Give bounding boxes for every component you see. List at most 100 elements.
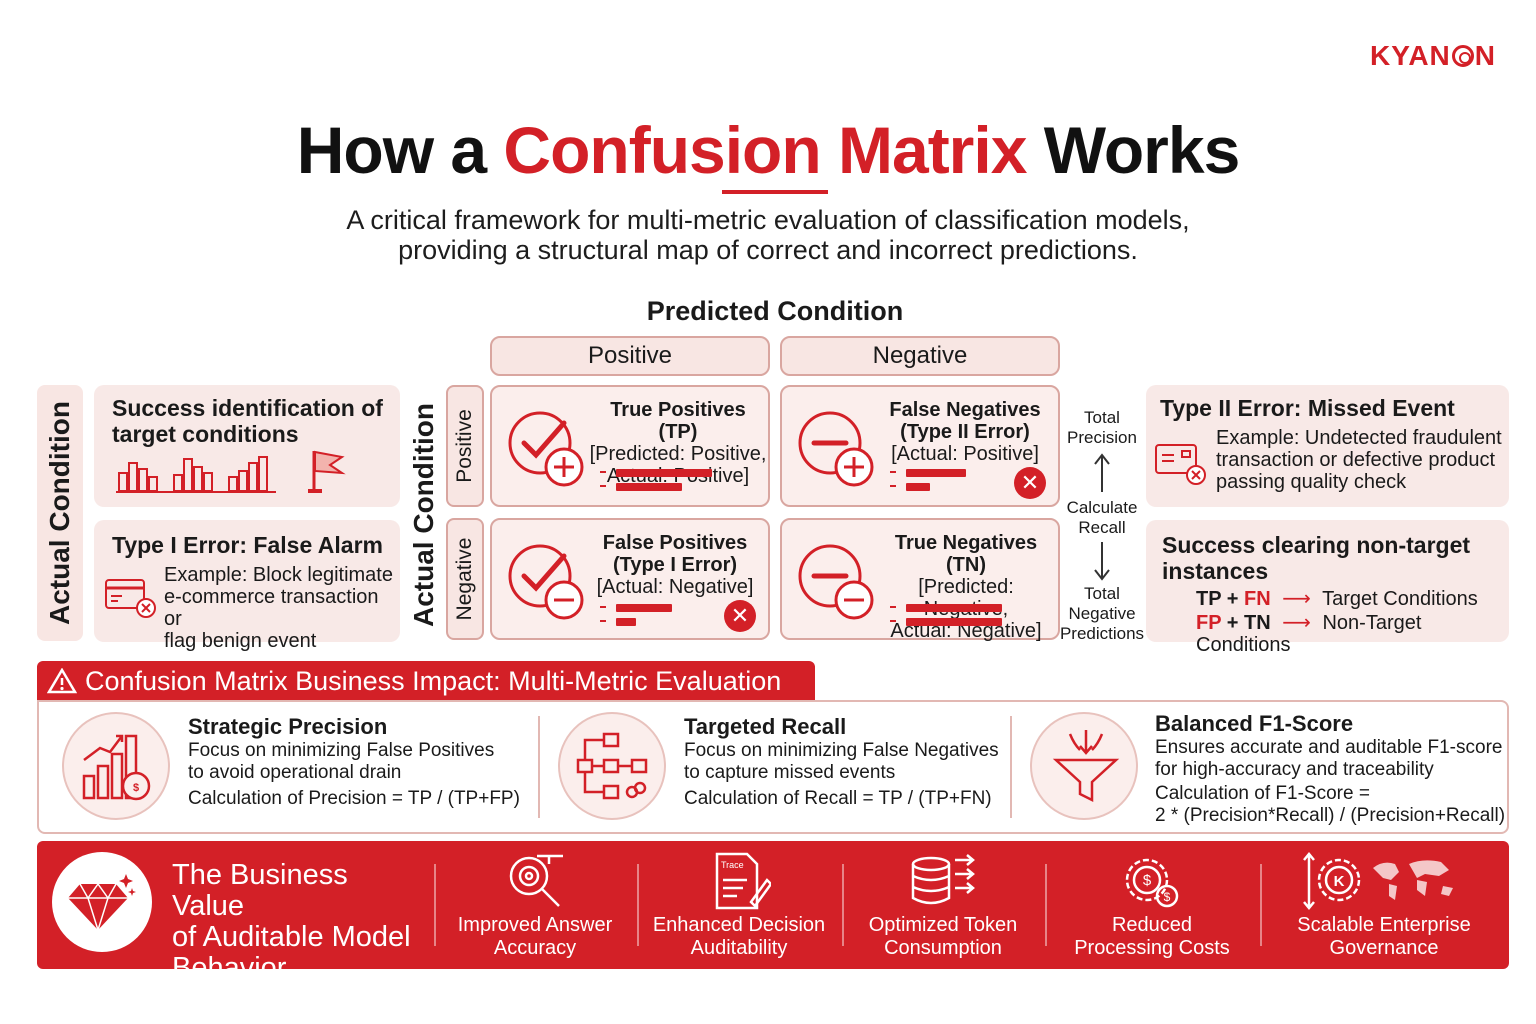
- card-type2-error: Type II Error: Missed Event Example: Und…: [1146, 385, 1509, 507]
- warning-icon: [47, 668, 77, 694]
- precision-title: Strategic Precision: [188, 714, 388, 739]
- brand-logo: KYAN N: [1370, 40, 1496, 72]
- subtitle-line2: providing a structural map of correct an…: [398, 235, 1138, 265]
- subtitle: A critical framework for multi-metric ev…: [0, 205, 1536, 265]
- footer-divider: [434, 864, 436, 946]
- brand-text-post: N: [1474, 40, 1497, 71]
- total-neg-line1: Total: [1084, 584, 1120, 603]
- globe-gear-icon: K: [1303, 852, 1453, 910]
- business-value-line2: of Auditable Model: [172, 921, 411, 953]
- actual-condition-outer-text: Actual Condition: [44, 401, 75, 625]
- arrow-right-icon: ⟶: [1282, 588, 1311, 610]
- value-label-line2: Governance: [1329, 937, 1439, 959]
- business-value-line3: Behavior: [172, 952, 287, 984]
- f1-block: Balanced F1-Score Ensures accurate and a…: [1155, 711, 1505, 827]
- value-label-line2: Processing Costs: [1074, 937, 1230, 959]
- card-type1-text: Example: Block legitimate e-commerce tra…: [164, 564, 400, 652]
- footer-divider: [842, 864, 844, 946]
- bar-chart-icon: [116, 456, 276, 493]
- r1-text: Target Conditions: [1322, 588, 1478, 610]
- total-neg-line2: Negative: [1068, 604, 1136, 623]
- title-accent: Confusion Matrix: [503, 113, 1027, 187]
- actual-condition-inner-label: Actual Condition: [406, 400, 442, 630]
- business-value-heading: The Business Value of Auditable Model Be…: [172, 860, 422, 984]
- card-type2-line3: passing quality check: [1216, 471, 1407, 493]
- col-header-positive: Positive: [490, 336, 770, 376]
- target-icon: [1451, 45, 1474, 67]
- card-error-icon: [105, 579, 156, 618]
- total-negative-label: Total Negative Predictions: [1058, 584, 1146, 644]
- check-plus-icon: [508, 411, 584, 487]
- card-clearing-title: Success clearing non-target instances: [1162, 532, 1470, 584]
- fn-bars: [890, 469, 966, 497]
- x-icon: ✕: [1014, 467, 1046, 499]
- r2-text: Non-Target Conditions: [1196, 612, 1422, 656]
- f1-formula-line1: Calculation of F1-Score =: [1155, 783, 1370, 804]
- fn-title1: False Negatives: [889, 399, 1041, 421]
- card-clearing-row2: FP + TN ⟶ Non-Target Conditions: [1196, 612, 1506, 656]
- total-neg-line3: Predictions: [1059, 624, 1145, 643]
- card-success-identification: Success identification of target conditi…: [94, 385, 400, 507]
- recall-block: Targeted Recall Focus on minimizing Fals…: [684, 714, 999, 810]
- growth-chart-icon: $: [82, 734, 151, 801]
- col-header-negative: Negative: [780, 336, 1060, 376]
- footer-divider: [1045, 864, 1047, 946]
- fp-line1: [Actual: Negative]: [596, 576, 754, 598]
- r2-fp: FP: [1196, 612, 1222, 634]
- row-header-negative: Negative: [446, 518, 484, 640]
- fn-title2: (Type II Error): [900, 421, 1030, 443]
- recall-line2: to capture missed events: [684, 762, 896, 783]
- check-minus-icon: [508, 544, 584, 620]
- card-type2-line1: Example: Undetected fraudulent: [1216, 427, 1502, 449]
- arrow-up-icon: [1094, 453, 1110, 492]
- f1-formula-line2: 2 * (Precision*Recall) / (Precision+Reca…: [1155, 805, 1506, 826]
- calculate-recall-label: Calculate Recall: [1062, 498, 1142, 538]
- fp-title1: False Positives: [602, 532, 748, 554]
- predicted-condition-header: Predicted Condition: [646, 296, 904, 326]
- tn-text: True Negatives (TN) [Predicted: Negative…: [876, 532, 1056, 642]
- cell-true-negatives: True Negatives (TN) [Predicted: Negative…: [780, 518, 1060, 642]
- total-precision-line2: Precision: [1067, 428, 1137, 447]
- card-clearing-title-line1: Success clearing non-target: [1162, 532, 1471, 558]
- fp-text: False Positives (Type I Error) [Actual: …: [592, 532, 758, 598]
- precision-icon-circle: $: [62, 712, 170, 820]
- recall-icon-circle: [558, 712, 666, 820]
- funnel-icon: [1052, 730, 1120, 803]
- card-type2-line2: transaction or defective product: [1216, 449, 1496, 471]
- database-icon: [911, 854, 975, 905]
- subtitle-line1: A critical framework for multi-metric ev…: [346, 205, 1190, 235]
- arrow-right-icon: ⟶: [1282, 612, 1311, 634]
- fn-line1: [Actual: Positive]: [891, 443, 1039, 465]
- title-underline: [722, 190, 828, 194]
- svg-text:Trace: Trace: [721, 860, 744, 870]
- value-label-line2: Auditability: [690, 937, 788, 959]
- x-icon: ✕: [724, 600, 756, 632]
- tn-line1: [Predicted: Negative,: [918, 576, 1014, 620]
- search-gear-icon: [509, 854, 563, 907]
- card-success-title-line1: Success identification of: [112, 395, 383, 421]
- fp-title2: (Type I Error): [612, 554, 738, 576]
- cost-gear-icon: $ $: [1125, 858, 1179, 908]
- f1-title: Balanced F1-Score: [1155, 711, 1354, 736]
- recall-line1: Focus on minimizing False Negatives: [684, 740, 999, 761]
- card-type1-line3: flag benign event: [164, 630, 317, 652]
- svg-text:$: $: [1164, 890, 1171, 904]
- calc-recall-line1: Calculate: [1066, 498, 1138, 517]
- value-label-line1: Enhanced Decision: [652, 914, 826, 936]
- row-header-negative-text: Negative: [453, 537, 476, 621]
- value-label-line1: Scalable Enterprise: [1297, 914, 1471, 936]
- card-clearing-title-line2: instances: [1162, 558, 1269, 584]
- precision-formula: Calculation of Precision = TP / (TP+FP): [188, 788, 520, 809]
- tp-title: True Positives (TP): [610, 399, 746, 443]
- card-type1-line1: Example: Block legitimate: [164, 564, 393, 586]
- card-clearing-row1: TP + FN ⟶ Target Conditions: [1196, 588, 1506, 610]
- card-success-title-line2: target conditions: [112, 421, 299, 447]
- impact-divider: [1010, 716, 1012, 818]
- precision-block: Strategic Precision Focus on minimizing …: [188, 714, 520, 810]
- footer-divider: [637, 864, 639, 946]
- actual-condition-inner-text: Actual Condition: [408, 403, 439, 627]
- card-success-title: Success identification of target conditi…: [112, 395, 383, 447]
- f1-icon-circle: [1030, 712, 1138, 820]
